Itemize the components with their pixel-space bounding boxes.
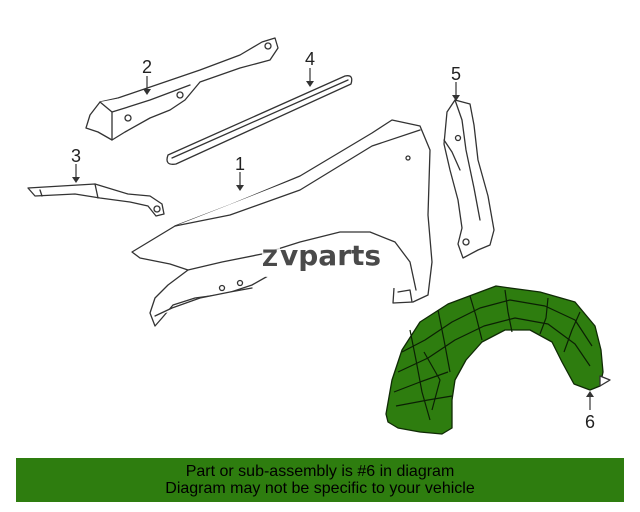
banner-line-1: Part or sub-assembly is #6 in diagram	[185, 463, 455, 480]
callout-6: 6	[585, 412, 595, 432]
info-banner: Part or sub-assembly is #6 in diagram Di…	[16, 458, 624, 502]
fender-liner-shape	[385, 285, 604, 435]
watermark-logo: Z vparts	[262, 239, 381, 272]
callout-1: 1	[235, 154, 245, 174]
part-1-front-fender[interactable]	[131, 119, 433, 327]
banner-line-2: Diagram may not be specific to your vehi…	[165, 480, 475, 497]
watermark-text: vparts	[280, 239, 381, 272]
part-6-fender-liner[interactable]	[385, 285, 611, 435]
part-5-fender-pillar[interactable]	[443, 99, 495, 259]
part-2-fender-bracket[interactable]	[85, 37, 279, 141]
part-4-fender-seal[interactable]	[166, 75, 353, 165]
watermark-mark: Z	[262, 247, 278, 272]
callout-2: 2	[142, 57, 152, 77]
liner-clip	[599, 375, 611, 387]
callout-5: 5	[451, 64, 461, 84]
callout-4: 4	[305, 49, 315, 69]
part-3-fender-bracket[interactable]	[27, 183, 165, 217]
callout-3: 3	[71, 146, 81, 166]
